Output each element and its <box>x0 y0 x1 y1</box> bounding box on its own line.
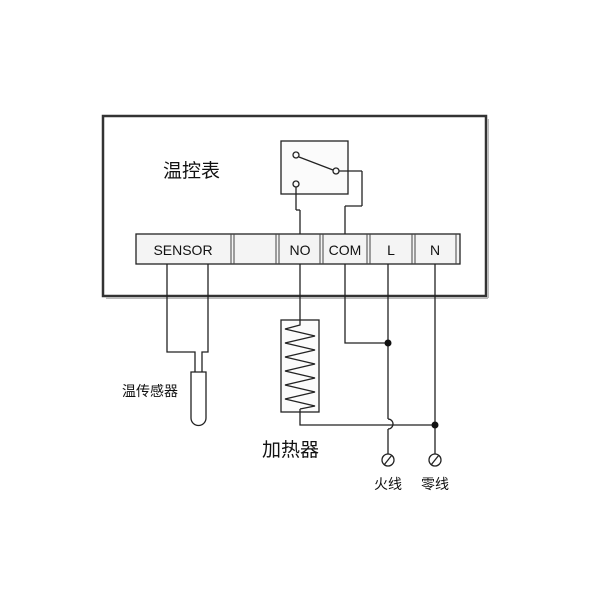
terminal-no-label: NO <box>290 242 311 258</box>
sensor-wires <box>166 264 209 372</box>
sensor-label: 温传感器 <box>122 383 178 400</box>
terminal-sensor-label: SENSOR <box>153 242 212 258</box>
heater-coil-icon <box>280 264 382 426</box>
thermostat-box <box>101 114 489 299</box>
relay-symbol <box>280 140 363 234</box>
terminal-n-label: N <box>430 242 440 258</box>
thermostat-label: 温控表 <box>163 160 220 182</box>
heater-label: 加热器 <box>262 439 319 461</box>
neutral-terminal-icon <box>428 453 442 467</box>
live-terminal-icon <box>381 453 395 467</box>
junction-dot <box>384 339 392 347</box>
neutral-label: 零线 <box>421 477 449 493</box>
sensor-probe-icon <box>190 371 207 427</box>
terminal-l-label: L <box>387 242 395 258</box>
junction-dot <box>431 421 439 429</box>
terminal-block: SENSOR NO COM L N <box>135 233 461 265</box>
terminal-com-label: COM <box>329 242 362 258</box>
live-label: 火线 <box>374 477 402 493</box>
